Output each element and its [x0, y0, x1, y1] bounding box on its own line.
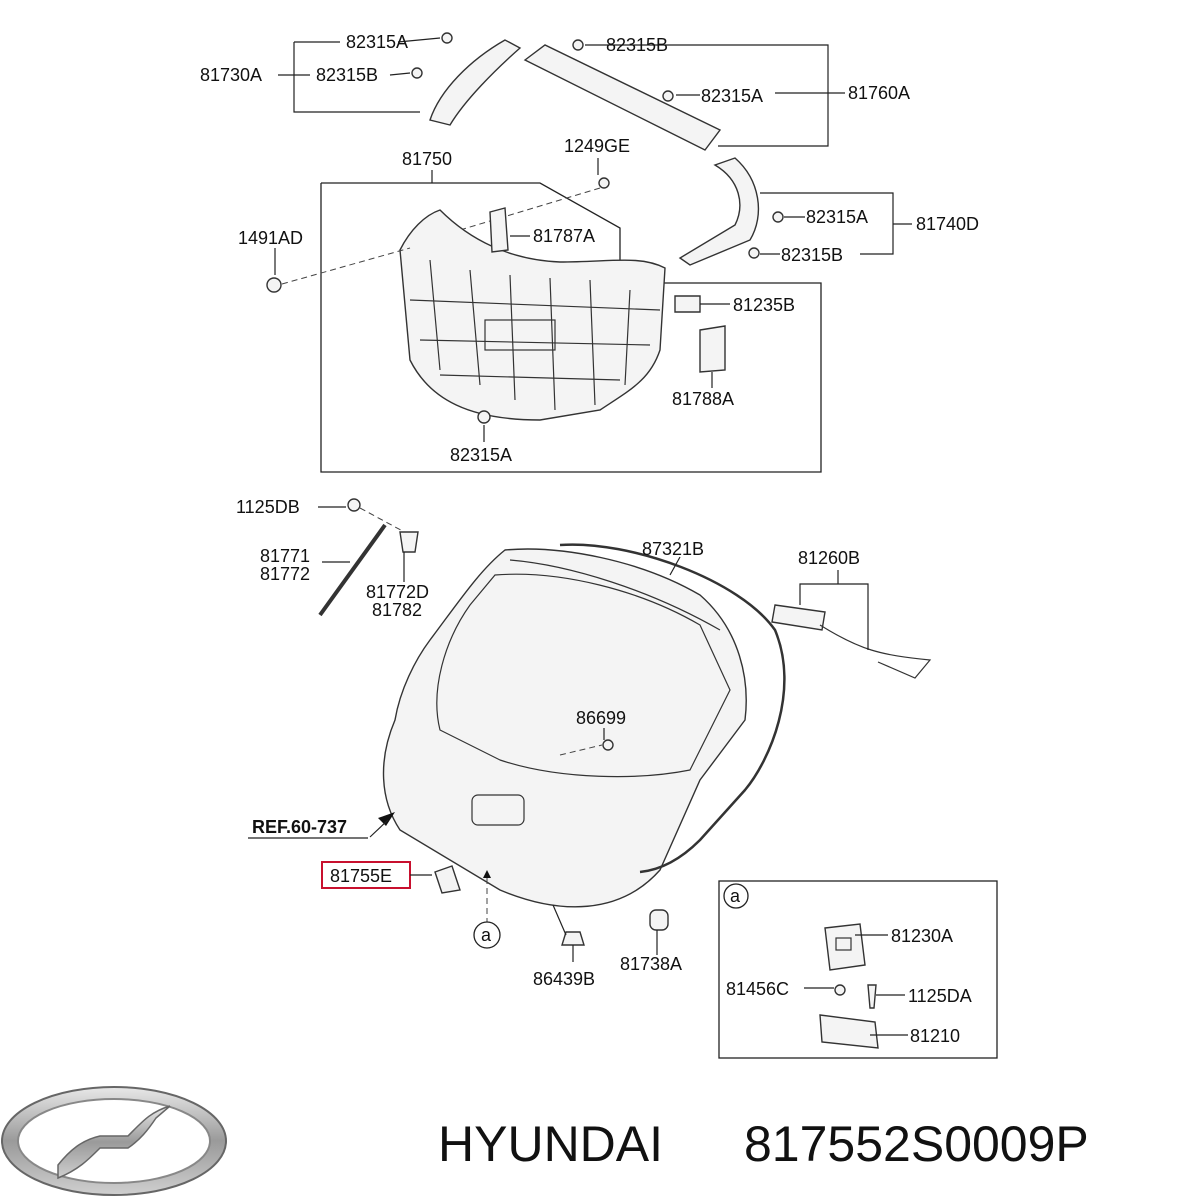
label-callout-a: a	[481, 925, 492, 945]
brand-name: HYUNDAI	[438, 1116, 663, 1172]
gas-strut	[318, 498, 419, 617]
label-81788A: 81788A	[672, 389, 734, 409]
label-82315A-top: 82315A	[346, 32, 408, 52]
label-detail-a: a	[730, 886, 741, 906]
label-87321B: 87321B	[642, 539, 704, 559]
label-81740D: 81740D	[916, 214, 979, 234]
label-86439B: 86439B	[533, 969, 595, 989]
label-ref-60-737: REF.60-737	[252, 817, 347, 837]
label-82315A-side: 82315A	[806, 207, 868, 227]
label-81760A: 81760A	[848, 83, 910, 103]
label-86699: 86699	[576, 708, 626, 728]
label-82315A-bottom: 82315A	[450, 445, 512, 465]
license-lamp-81260B	[771, 604, 932, 679]
label-81235B: 81235B	[733, 295, 795, 315]
hyundai-logo-icon	[1, 1086, 227, 1196]
tailgate-panel	[382, 548, 747, 908]
latch-81230A	[824, 923, 866, 971]
trim-81760A	[523, 39, 722, 151]
weatherstrip-87321B	[559, 543, 786, 874]
label-1125DB: 1125DB	[236, 497, 300, 517]
label-81771: 81771	[260, 546, 310, 566]
label-81755E: 81755E	[330, 866, 392, 886]
label-81230A: 81230A	[891, 926, 953, 946]
striker-81210	[819, 1014, 879, 1049]
label-81772D: 81772D	[366, 582, 429, 602]
label-82315A-right: 82315A	[701, 86, 763, 106]
label-81750: 81750	[402, 149, 452, 169]
trim-81740D	[678, 157, 784, 266]
trim-panel-81750	[266, 207, 726, 424]
label-81772: 81772	[260, 564, 310, 584]
label-1125DA: 1125DA	[908, 986, 972, 1006]
label-81782: 81782	[372, 600, 422, 620]
label-82315B-left: 82315B	[316, 65, 378, 85]
part-number: 817552S0009P	[744, 1116, 1089, 1172]
label-81260B: 81260B	[798, 548, 860, 568]
part-81755E	[434, 865, 461, 894]
label-81456C: 81456C	[726, 979, 789, 999]
label-81738A: 81738A	[620, 954, 682, 974]
label-1249GE: 1249GE	[564, 136, 630, 156]
callout-a-circle	[473, 921, 501, 949]
label-81730A: 81730A	[200, 65, 262, 85]
label-81210: 81210	[910, 1026, 960, 1046]
label-82315B-side: 82315B	[781, 245, 843, 265]
trim-81730A	[411, 32, 522, 126]
label-82315B-right: 82315B	[606, 35, 668, 55]
label-81787A: 81787A	[533, 226, 595, 246]
label-1491AD: 1491AD	[238, 228, 303, 248]
